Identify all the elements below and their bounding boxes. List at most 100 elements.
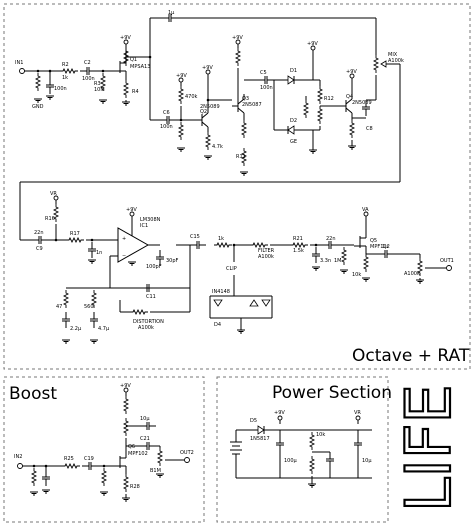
svg-text:Q4: Q4 (346, 94, 353, 100)
svg-text:10k: 10k (352, 272, 361, 278)
svg-text:R25: R25 (64, 456, 74, 462)
svg-text:+9V: +9V (232, 35, 243, 41)
rat-stage: 22n C9 VR R16 R17 1n + − IC1 LM308N +9V … (20, 191, 454, 344)
svg-text:100n: 100n (54, 86, 67, 92)
svg-text:IC1: IC1 (140, 223, 148, 229)
svg-text:R28: R28 (130, 484, 140, 490)
svg-text:4.7k: 4.7k (212, 144, 223, 150)
svg-text:4.7µ: 4.7µ (98, 326, 110, 332)
svg-text:+9V: +9V (307, 41, 318, 47)
svg-text:+9V: +9V (346, 69, 357, 75)
octave-stage: IN1 GND 100n R2 1k C2 100n R3 10M Q1 MPS… (15, 10, 404, 240)
svg-text:+9V: +9V (202, 65, 213, 71)
svg-text:B1M: B1M (150, 468, 161, 474)
svg-text:1M: 1M (334, 258, 342, 264)
svg-text:+9V: +9V (274, 410, 285, 416)
svg-text:IN2: IN2 (14, 454, 22, 460)
svg-text:R21: R21 (293, 236, 303, 242)
out1-jack[interactable] (446, 265, 452, 271)
svg-text:VR: VR (354, 410, 361, 416)
svg-text:C6: C6 (163, 110, 170, 116)
svg-text:100pF: 100pF (146, 264, 162, 270)
svg-text:R17: R17 (70, 231, 80, 237)
svg-text:+9V: +9V (176, 73, 187, 79)
svg-text:VR: VR (50, 191, 57, 197)
in2-jack[interactable] (17, 463, 23, 469)
svg-text:A100k: A100k (404, 271, 420, 277)
boost-border (3, 376, 205, 523)
svg-text:D1: D1 (290, 68, 297, 74)
svg-text:C19: C19 (84, 456, 94, 462)
svg-text:10k: 10k (316, 432, 325, 438)
svg-text:−: − (122, 253, 126, 259)
svg-text:IN4148: IN4148 (212, 289, 230, 295)
svg-text:100n: 100n (82, 76, 95, 82)
boost-title: Boost (9, 384, 57, 404)
svg-text:C8: C8 (366, 126, 373, 132)
svg-text:2.2µ: 2.2µ (70, 326, 82, 332)
svg-text:R11: R11 (236, 154, 246, 160)
svg-text:FILTER: FILTER (258, 248, 275, 254)
svg-text:10µ: 10µ (140, 416, 150, 422)
in1-label: IN1 (15, 60, 23, 66)
svg-text:GND: GND (32, 104, 44, 110)
svg-text:100n: 100n (160, 124, 173, 130)
power-border (216, 376, 389, 523)
in1-jack[interactable] (19, 68, 25, 74)
svg-text:GE: GE (290, 139, 297, 145)
svg-text:100n: 100n (260, 85, 273, 91)
out2-jack[interactable] (184, 457, 190, 463)
svg-text:3.3n: 3.3n (320, 258, 331, 264)
svg-text:A100k: A100k (258, 254, 274, 260)
octave-rat-title: Octave + RAT (352, 346, 470, 366)
svg-text:2N5087: 2N5087 (242, 102, 262, 108)
svg-text:MIX: MIX (388, 52, 398, 58)
svg-text:C5: C5 (260, 70, 267, 76)
svg-text:+9V: +9V (120, 35, 131, 41)
svg-text:R2: R2 (62, 62, 69, 68)
svg-text:A100k: A100k (388, 58, 404, 64)
svg-text:10µ: 10µ (362, 458, 372, 464)
svg-text:2N5089: 2N5089 (200, 104, 220, 110)
svg-text:C11: C11 (146, 294, 156, 300)
svg-text:1n: 1n (96, 250, 102, 256)
svg-text:22n: 22n (34, 230, 44, 236)
svg-text:VA: VA (362, 207, 369, 213)
svg-text:D4: D4 (214, 322, 221, 328)
svg-text:D2: D2 (290, 118, 297, 124)
svg-text:47: 47 (56, 304, 62, 310)
svg-text:MPSA13: MPSA13 (130, 64, 150, 70)
svg-text:CLIP: CLIP (226, 266, 237, 272)
svg-text:R4: R4 (132, 89, 139, 95)
svg-text:1.5k: 1.5k (293, 248, 304, 254)
svg-text:1µ: 1µ (382, 244, 389, 250)
svg-text:560: 560 (84, 304, 94, 310)
svg-text:1µ: 1µ (168, 10, 175, 16)
svg-text:MPF102: MPF102 (370, 244, 390, 250)
svg-text:+: + (122, 236, 126, 242)
svg-text:C9: C9 (36, 246, 43, 252)
svg-text:OUT1: OUT1 (440, 258, 454, 264)
svg-text:10M: 10M (94, 87, 105, 93)
svg-text:30pF: 30pF (166, 258, 179, 264)
svg-text:2N5089: 2N5089 (352, 100, 372, 106)
svg-text:1k: 1k (62, 75, 68, 81)
svg-text:R16: R16 (45, 216, 55, 222)
power-title: Power Section (272, 383, 392, 403)
svg-text:LM308N: LM308N (140, 217, 161, 223)
svg-text:+9V: +9V (120, 383, 131, 389)
power-stage: D5 1N5817 +9V VR 100µ 10k 10µ (230, 410, 372, 488)
svg-text:100µ: 100µ (284, 458, 298, 464)
svg-text:Q6: Q6 (128, 444, 135, 450)
svg-text:1k: 1k (218, 236, 224, 242)
svg-text:Q1: Q1 (130, 57, 137, 63)
svg-text:Q5: Q5 (370, 238, 377, 244)
svg-text:MPF102: MPF102 (128, 451, 148, 457)
svg-text:22n: 22n (326, 236, 336, 242)
svg-text:A100k: A100k (138, 325, 154, 331)
svg-text:C2: C2 (84, 60, 91, 66)
svg-text:+9V: +9V (126, 207, 137, 213)
svg-text:C21: C21 (140, 436, 150, 442)
life-logo: LIFE (392, 384, 465, 512)
